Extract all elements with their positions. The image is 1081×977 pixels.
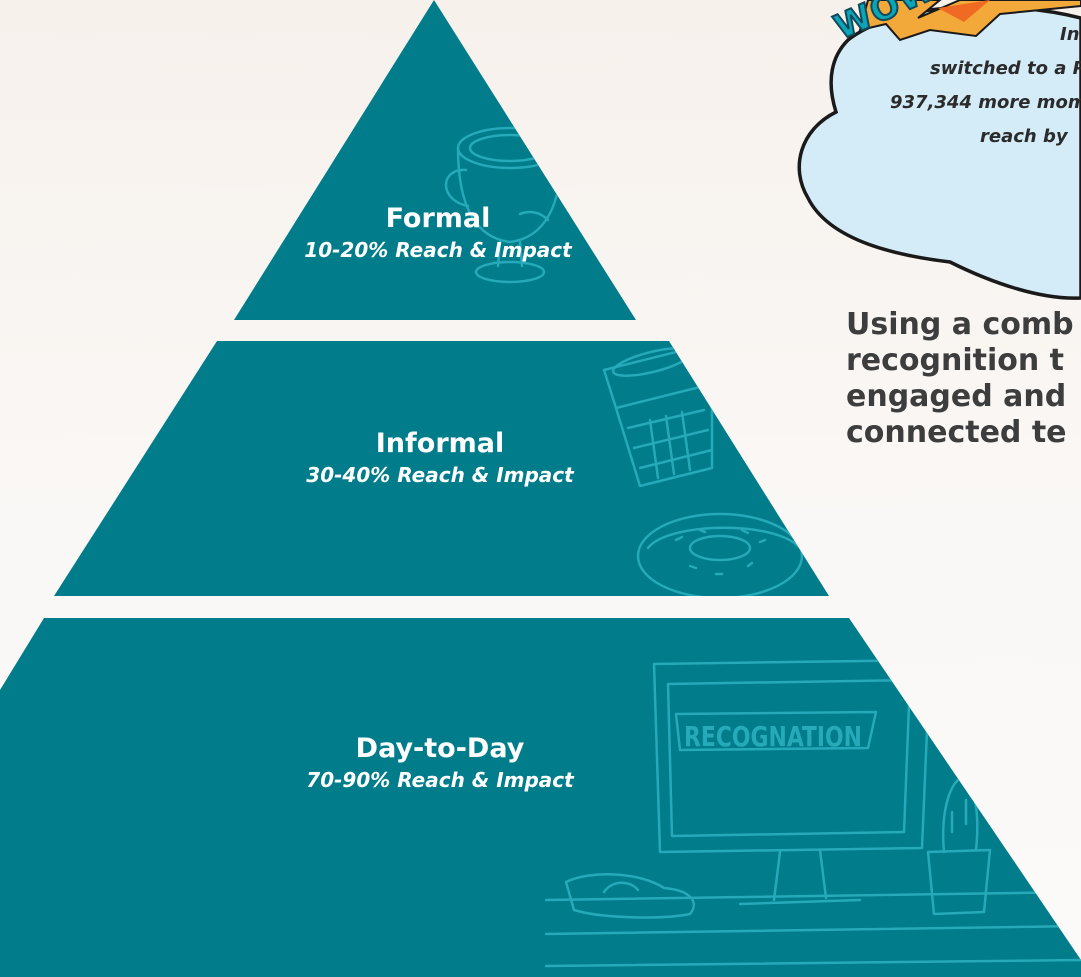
tagline-text: Using a comb recognition t engaged and c… bbox=[846, 307, 1081, 451]
wow-callout bbox=[797, 0, 1081, 300]
tagline-line-2: recognition t bbox=[846, 343, 1065, 378]
tagline-line-4: connected te bbox=[846, 415, 1067, 450]
tier-subtitle: 70-90% Reach & Impact bbox=[306, 768, 574, 792]
screen-logo-text: RECOGNATION bbox=[684, 720, 862, 753]
tier-title: Formal bbox=[385, 203, 491, 234]
coffee-cup-icon bbox=[444, 126, 564, 284]
tier-subtitle: 30-40% Reach & Impact bbox=[306, 463, 574, 487]
tier-title: Informal bbox=[375, 428, 505, 459]
tier-subtitle: 10-20% Reach & Impact bbox=[304, 238, 572, 262]
tier-label-informal: Informal 30-40% Reach & Impact bbox=[270, 427, 610, 489]
pyramid-tier-formal bbox=[234, 0, 636, 320]
pyramid-tier-informal bbox=[54, 341, 829, 596]
callout-line-2: switched to a Peer bbox=[930, 58, 1081, 79]
tagline-line-3: engaged and bbox=[846, 379, 1067, 414]
tier-label-day-to-day: Day-to-Day 70-90% Reach & Impact bbox=[270, 732, 610, 794]
burst-shape bbox=[858, 0, 1081, 42]
tagline-line-1: Using a comb bbox=[846, 307, 1074, 342]
callout-line-3: 937,344 more mome bbox=[890, 92, 1081, 113]
callout-line-4: reach by bbox=[980, 126, 1068, 147]
callout-text: In 2 switched to a Peer 937,344 more mom… bbox=[830, 18, 1081, 154]
callout-line-1: In 2 bbox=[1060, 24, 1081, 45]
tier-title: Day-to-Day bbox=[355, 733, 525, 764]
pyramid-tier-day-to-day: RECOGNATION bbox=[0, 618, 1081, 977]
coffee-tumbler-and-donut-icon bbox=[602, 344, 804, 596]
tier-label-formal: Formal 10-20% Reach & Impact bbox=[268, 202, 608, 264]
